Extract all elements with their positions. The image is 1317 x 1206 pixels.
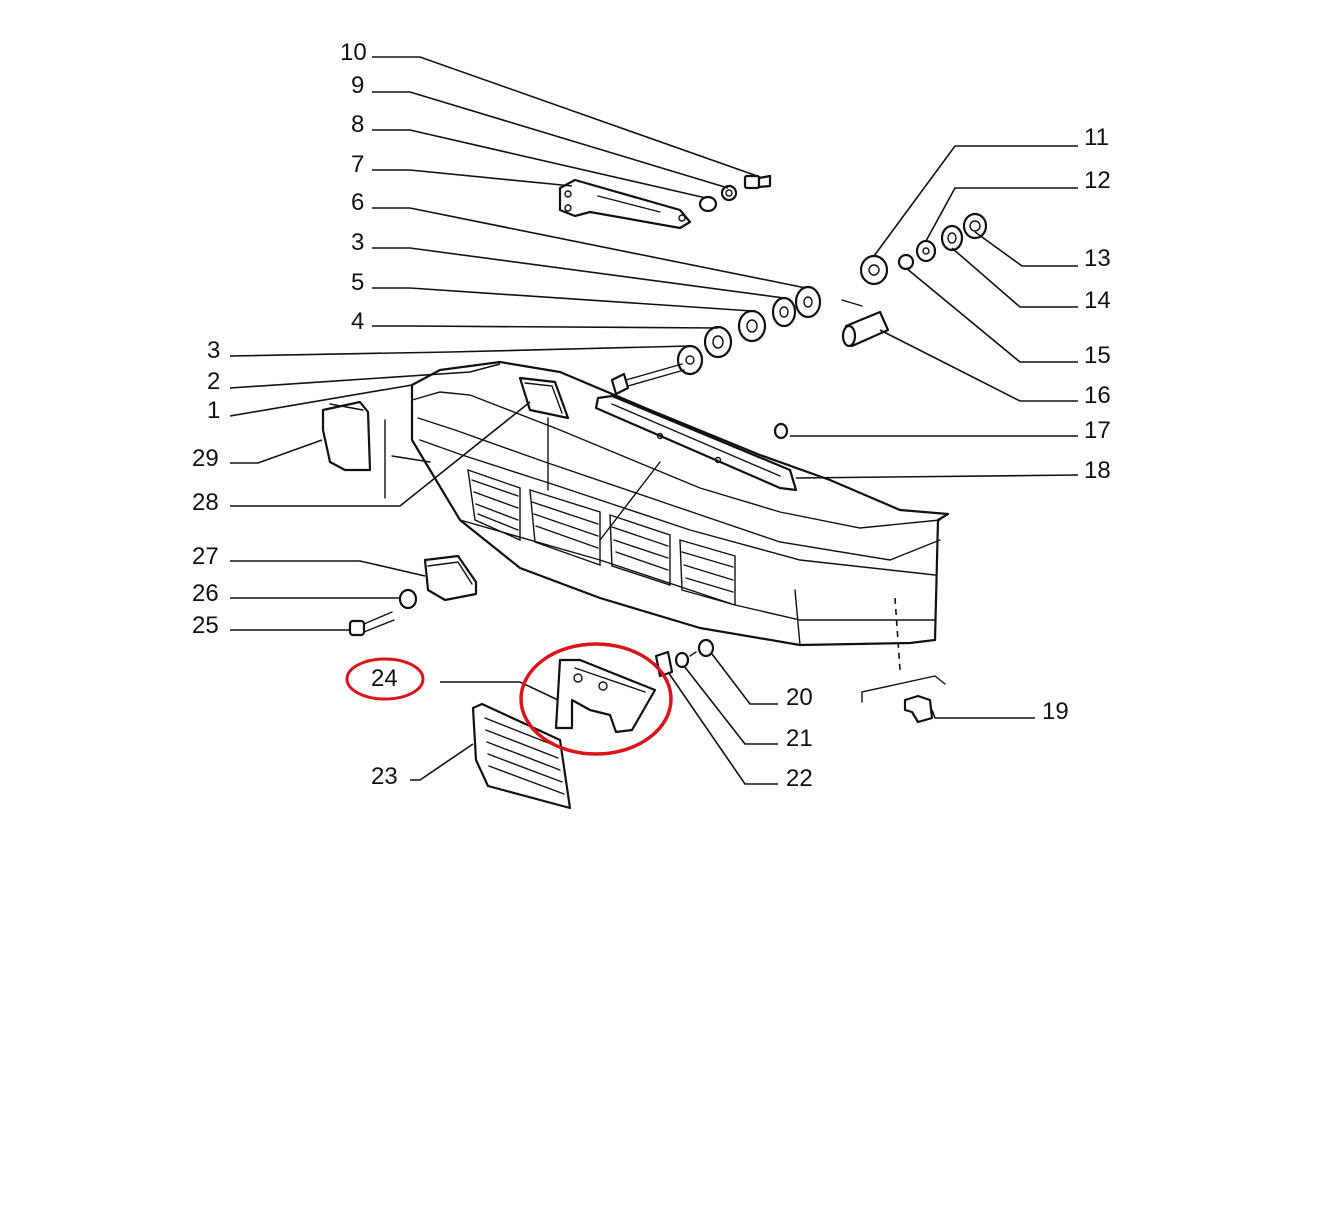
part-29-end-cap	[321, 400, 372, 472]
callout-25: 25	[192, 612, 219, 639]
part-20-screw	[689, 638, 715, 658]
part-16-sleeve	[841, 310, 890, 348]
callout-2: 2	[207, 368, 220, 395]
callout-4: 4	[351, 308, 364, 335]
part-25-bolt	[348, 611, 395, 637]
callout-20: 20	[786, 684, 813, 711]
part-24-bracket	[554, 658, 657, 734]
callout-21: 21	[786, 725, 813, 752]
callout-numbers: 10 9 8 7 6 3 5 4 3 2 1 29 28 27 26 25 24…	[192, 39, 1111, 792]
bumper-grille	[467, 468, 736, 606]
callout-3-upper: 3	[351, 229, 364, 256]
callout-16: 16	[1084, 382, 1111, 409]
callout-7: 7	[351, 151, 364, 178]
part-9-washer	[720, 184, 738, 202]
callout-12: 12	[1084, 167, 1111, 194]
callout-5: 5	[351, 269, 364, 296]
part-19-push-clip	[903, 694, 934, 724]
callout-6: 6	[351, 189, 364, 216]
callout-24: 24	[371, 665, 398, 692]
part-28-plate	[518, 376, 570, 420]
callout-26: 26	[192, 580, 219, 607]
part-3-washer-upper	[771, 296, 797, 328]
part-21-washer	[674, 651, 690, 669]
callout-27: 27	[192, 543, 219, 570]
callout-9: 9	[351, 72, 364, 99]
callout-11: 11	[1084, 124, 1109, 151]
part-11-bushing	[859, 254, 889, 286]
part-18-strip	[594, 394, 798, 492]
callout-14: 14	[1084, 287, 1111, 314]
part-17-ring	[773, 422, 789, 440]
highlight-markers	[345, 642, 673, 756]
part-14-washer	[940, 224, 964, 252]
callout-15: 15	[1084, 342, 1111, 369]
callout-22: 22	[786, 765, 813, 792]
part-3-washer-lower	[676, 344, 704, 376]
long-bolt	[610, 363, 685, 396]
part-5-bushing	[737, 309, 767, 343]
guide-lines	[384, 417, 946, 703]
callout-13: 13	[1084, 245, 1111, 272]
callout-18: 18	[1084, 457, 1111, 484]
leader-lines	[229, 56, 1079, 785]
part-10-bolt	[743, 174, 772, 190]
axis-mark	[841, 299, 863, 307]
callout-28: 28	[192, 489, 219, 516]
callout-3-lower: 3	[207, 337, 220, 364]
part-7-bracket	[558, 178, 692, 230]
callout-1: 1	[207, 397, 220, 424]
part-23-grille-panel	[471, 702, 572, 810]
part-13-nut	[962, 212, 988, 240]
part-27-block	[423, 554, 478, 602]
callout-10: 10	[340, 39, 367, 66]
part-8-nut	[698, 195, 718, 213]
part-4-bushing	[703, 325, 733, 359]
part-15-washer	[897, 253, 915, 271]
callout-23: 23	[371, 763, 398, 790]
highlight-ellipse-callout-24	[345, 657, 425, 701]
part-12-washer	[915, 239, 937, 263]
bumper-body	[410, 360, 950, 647]
callout-17: 17	[1084, 417, 1111, 444]
callout-29: 29	[192, 445, 219, 472]
part-26-washer	[398, 588, 418, 610]
callout-19: 19	[1042, 698, 1069, 725]
part-6-washer	[794, 285, 822, 319]
highlight-ellipse-part-24	[519, 642, 673, 756]
callout-8: 8	[351, 111, 364, 138]
